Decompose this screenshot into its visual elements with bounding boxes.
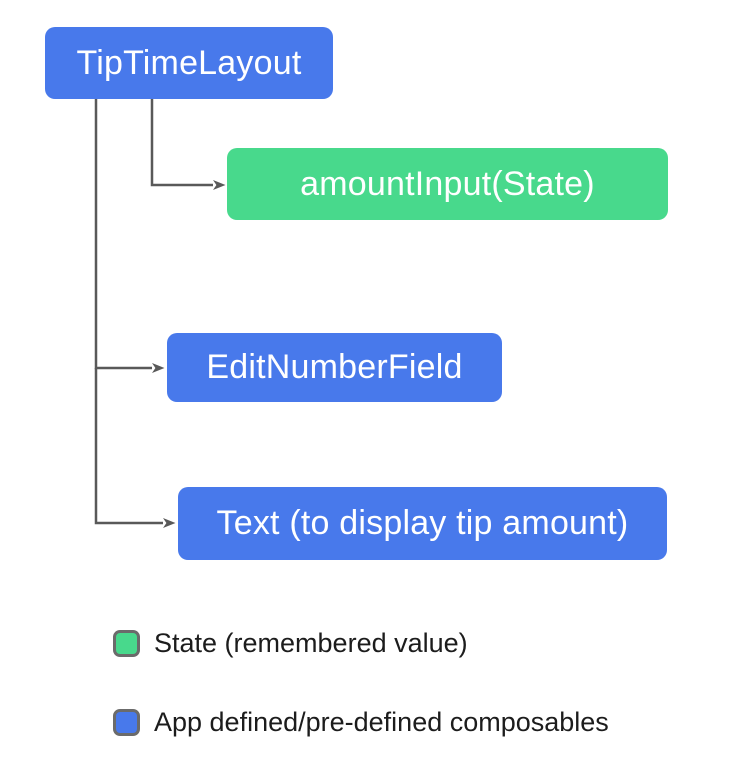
node-amountinput-state: amountInput(State) — [227, 148, 668, 220]
legend-item-composables: App defined/pre-defined composables — [113, 707, 609, 738]
legend-swatch-state-green — [113, 630, 140, 657]
legend-swatch-composable-blue — [113, 709, 140, 736]
node-text-display-tip-amount: Text (to display tip amount) — [178, 487, 667, 560]
edge-tiptimelayout-to-textdisplay — [94, 368, 176, 528]
edge-tiptimelayout-to-editnumberfield — [94, 99, 165, 373]
legend-item-state: State (remembered value) — [113, 628, 609, 659]
node-tiptimelayout: TipTimeLayout — [45, 27, 333, 99]
node-editnumberfield-label: EditNumberField — [206, 348, 463, 386]
node-editnumberfield: EditNumberField — [167, 333, 502, 402]
legend-label-composables: App defined/pre-defined composables — [154, 707, 609, 737]
node-tiptimelayout-label: TipTimeLayout — [76, 43, 302, 82]
node-amountinput-state-label: amountInput(State) — [300, 164, 595, 203]
edge-tiptimelayout-to-amountinput — [150, 99, 226, 190]
legend-label-state: State (remembered value) — [154, 628, 468, 658]
node-text-display-tip-amount-label: Text (to display tip amount) — [216, 504, 629, 542]
legend: State (remembered value) App defined/pre… — [113, 628, 609, 738]
